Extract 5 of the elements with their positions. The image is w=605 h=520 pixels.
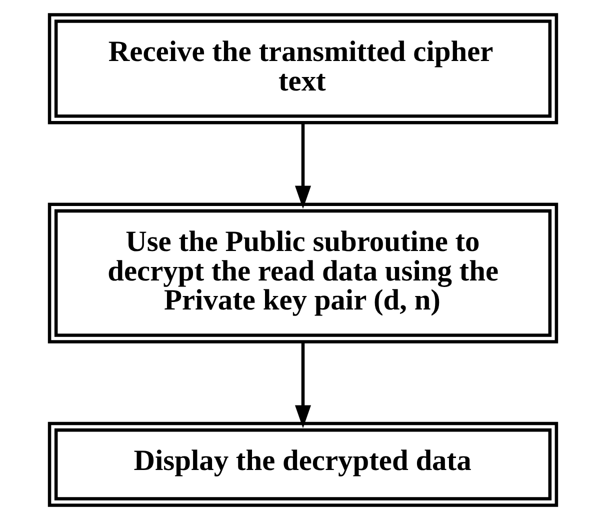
arrow: [294, 342, 311, 428]
node-box: Display the decrypted data: [47, 422, 558, 507]
node-box: Receive the transmitted cipher text: [47, 13, 558, 124]
node-box: Use the Public subroutine to decrypt the read data using the Private key pair (d, n): [47, 202, 558, 344]
arrow: [294, 123, 311, 209]
